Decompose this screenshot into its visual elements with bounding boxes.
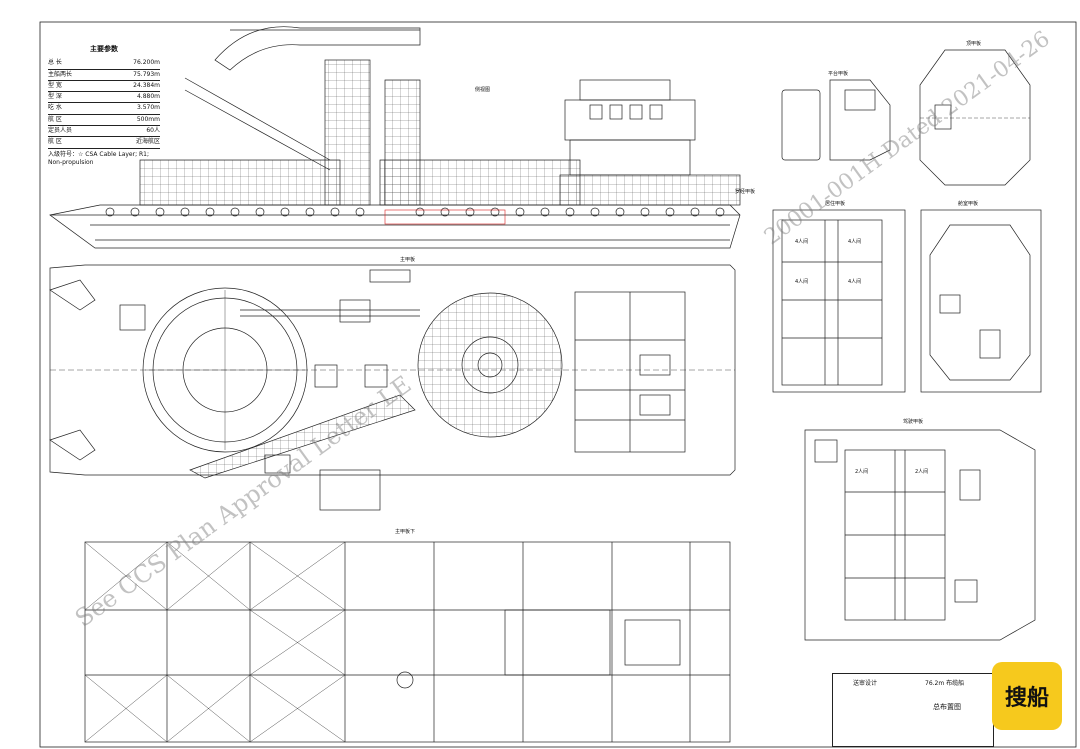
param-label: 型 宽 [48, 81, 62, 89]
param-row: 总 长 76.200m [48, 58, 160, 70]
room-label: 4人间 [795, 279, 809, 285]
lower-deck-tank-plan [84, 541, 731, 743]
main-deck-plan [49, 264, 736, 511]
bridge-deck-label: 驾驶甲板 [903, 419, 924, 425]
param-value: 75.793m [133, 70, 160, 78]
param-value: 60人 [146, 127, 160, 135]
drawing-title: 总布置图 [933, 703, 961, 711]
param-label: 航 区 [48, 138, 62, 146]
platform-deck-label: 平台甲板 [828, 71, 849, 77]
param-value: 500mm [136, 115, 160, 123]
room-label: 4人间 [848, 279, 862, 285]
param-label: 吃 水 [48, 104, 62, 112]
side-view-label: 侧视图 [475, 87, 491, 93]
param-row: 航 区 近海航区 [48, 137, 160, 149]
side-elevation [49, 26, 741, 249]
room-label: 2人间 [855, 469, 869, 475]
param-label: 定员人员 [48, 127, 73, 135]
class-notation: 入级符号：☆ CSA Cable Layer; R1; Non-propulsi… [48, 150, 150, 166]
param-row: 型 深 4.880m [48, 92, 160, 104]
room-label: 4人间 [848, 239, 862, 245]
lower-right-deck-plan [804, 429, 1036, 641]
company-text: 送审设计 [853, 680, 878, 687]
cabin-deck-label: 居住甲板 [825, 201, 846, 207]
param-row: 定员人员 60人 [48, 126, 160, 138]
param-value: 3.570m [136, 104, 160, 112]
param-value: 24.384m [133, 81, 160, 89]
param-value: 近海航区 [135, 138, 160, 146]
param-row: 航 区 500mm [48, 115, 160, 127]
room-label: 4人间 [795, 239, 809, 245]
title-block: 送审设计 76.2m 布缆船 总布置图 [832, 673, 994, 747]
param-row: 型 宽 24.384m [48, 81, 160, 93]
param-value: 76.200m [133, 59, 160, 67]
param-row: 吃 水 3.570m [48, 103, 160, 115]
param-value: 4.880m [136, 93, 160, 101]
lower-deck-label: 主甲板下 [395, 529, 416, 535]
main-deck-label: 主甲板 [400, 257, 416, 263]
project-text: 76.2m 布缆船 [925, 680, 965, 687]
second-deck-label: 舱室甲板 [958, 201, 979, 207]
compass-deck-label: 罗经甲板 [735, 189, 756, 195]
params-title: 主要参数 [90, 45, 118, 53]
param-label: 型 深 [48, 93, 62, 101]
room-label: 2人间 [915, 469, 929, 475]
small-deck-plans [781, 49, 1031, 186]
top-deck-label: 顶甲板 [966, 41, 982, 47]
cabin-deck-plans [772, 209, 1042, 393]
sochuan-logo: 搜船 [992, 662, 1062, 730]
param-label: 主船两长 [48, 70, 73, 78]
param-label: 航 区 [48, 115, 62, 123]
param-label: 总 长 [48, 59, 62, 67]
main-particulars-table: 主要参数 总 长 76.200m 主船两长 75.793m 型 宽 24.384m 型… [48, 44, 160, 167]
param-row: 主船两长 75.793m [48, 70, 160, 81]
